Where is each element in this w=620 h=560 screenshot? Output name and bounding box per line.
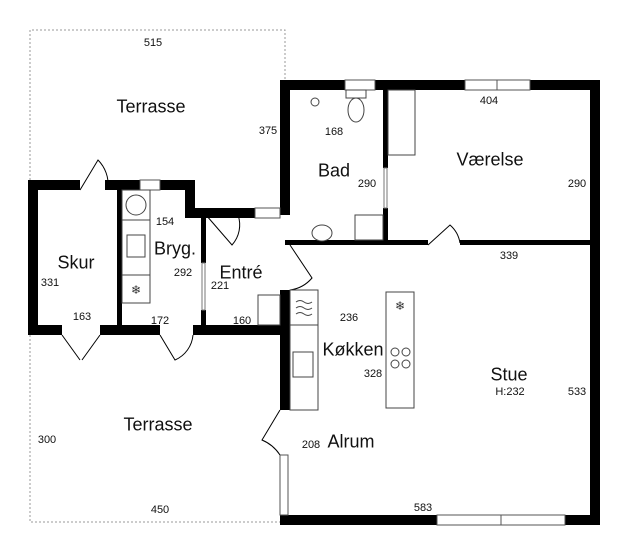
dim-label: 583	[413, 502, 433, 514]
fixtures: ❄ ❄	[121, 89, 416, 411]
dim-label: 292	[173, 267, 193, 279]
room-label-koekken: Køkken	[322, 339, 384, 360]
windows	[139, 79, 566, 526]
kitchen-counter	[289, 289, 319, 411]
dim-label: 450	[150, 504, 170, 516]
room-label-skur: Skur	[57, 252, 95, 273]
dim-label: 375	[258, 125, 278, 137]
dim-label: 331	[40, 277, 60, 289]
room-label-terrasse-bottom: Terrasse	[123, 414, 193, 435]
room-label-alrum: Alrum	[327, 431, 375, 452]
terrace-outline	[29, 29, 286, 523]
room-label-terrasse-top: Terrasse	[116, 96, 186, 117]
dim-label: 221	[210, 280, 230, 292]
toilet-icon	[345, 89, 367, 123]
room-label-stue: Stue	[490, 364, 528, 385]
svg-text:❄: ❄	[131, 283, 141, 297]
dim-label: 208	[301, 439, 321, 451]
dim-label: 168	[324, 126, 344, 138]
dim-label: 290	[567, 178, 587, 190]
washing-machine-icon	[121, 189, 151, 221]
room-label-bryg: Bryg.	[153, 238, 197, 259]
cabinet	[354, 214, 384, 241]
freezer-icon: ❄	[121, 274, 151, 304]
dim-label: 290	[357, 178, 377, 190]
walls	[28, 80, 600, 525]
dim-label: 300	[37, 434, 57, 446]
washbasin-icon	[311, 224, 333, 242]
room-label-entre: Entré	[219, 262, 263, 283]
dim-label: 160	[232, 315, 252, 327]
shower-icon	[310, 97, 320, 107]
svg-text:❄: ❄	[395, 299, 405, 313]
dim-label: 172	[150, 315, 170, 327]
wardrobe	[387, 89, 416, 156]
dim-label: 163	[72, 311, 92, 323]
dim-label: 328	[363, 368, 383, 380]
dim-label: 236	[339, 312, 359, 324]
stue-height: H:232	[495, 386, 525, 398]
doors	[61, 159, 461, 456]
room-label-vaerelse: Værelse	[456, 149, 524, 170]
cabinet	[257, 294, 281, 326]
dim-label: 533	[567, 386, 587, 398]
dim-label: 515	[143, 37, 163, 49]
dim-label: 154	[155, 216, 175, 228]
room-label-bad: Bad	[317, 160, 351, 181]
kitchen-island: ❄	[385, 291, 415, 409]
dim-label: 339	[499, 250, 519, 262]
sink-icon	[121, 219, 151, 276]
dim-label: 404	[479, 95, 499, 107]
